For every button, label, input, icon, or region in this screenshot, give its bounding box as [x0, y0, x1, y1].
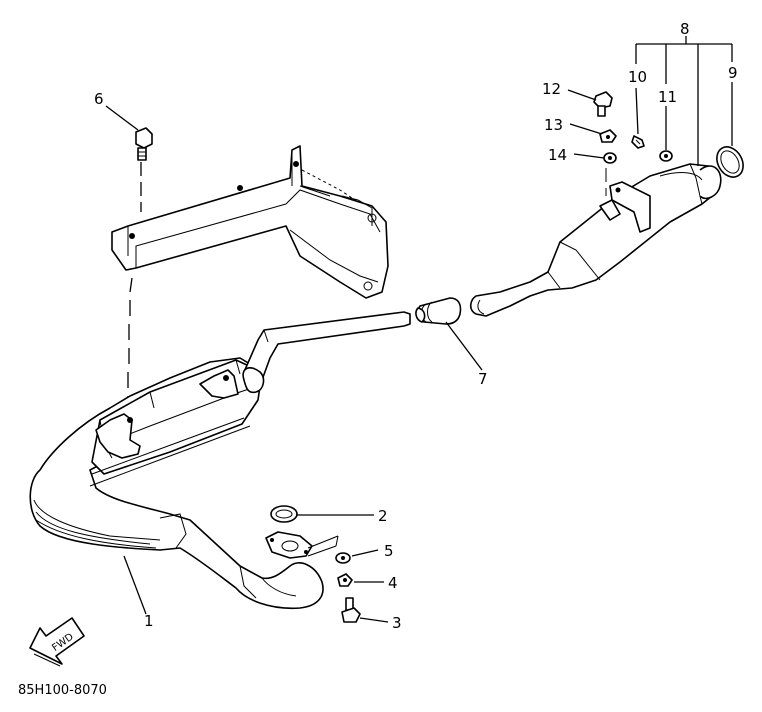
forward-direction-arrow: FWD [29, 617, 85, 667]
figure-code: 85H100-8070 [18, 683, 107, 698]
callout-5: 5 [384, 542, 394, 560]
muffler-bracket [111, 145, 389, 299]
leader-lines [105, 36, 733, 623]
joint-part-7 [415, 297, 462, 325]
callout-11: 11 [658, 88, 677, 106]
screw-part-10 [631, 135, 645, 149]
callout-6: 6 [94, 90, 104, 108]
callout-12: 12 [542, 80, 561, 98]
washer-part-13 [599, 129, 617, 143]
muffler-expansion-chamber [29, 311, 411, 610]
washer-part-4 [337, 573, 353, 587]
gasket-part-2 [270, 505, 298, 523]
callout-7: 7 [478, 370, 488, 388]
callout-14: 14 [548, 146, 567, 164]
callout-2: 2 [378, 507, 388, 525]
gasket-part-9 [716, 146, 744, 178]
washer-part-14 [603, 152, 617, 164]
nut-part-11 [659, 150, 673, 162]
bolt-part-12 [593, 91, 613, 117]
stud-bolt-part-3 [341, 597, 361, 623]
callout-3: 3 [392, 614, 402, 632]
flange-plate [265, 531, 313, 559]
silencer-assembly [469, 163, 722, 317]
callout-4: 4 [388, 574, 398, 592]
callout-9: 9 [728, 64, 738, 82]
bolt-part-6 [135, 127, 153, 161]
nut-part-5 [335, 552, 351, 564]
callout-13: 13 [544, 116, 563, 134]
callout-10: 10 [628, 68, 647, 86]
callout-1: 1 [144, 612, 154, 630]
callout-8: 8 [680, 20, 690, 38]
